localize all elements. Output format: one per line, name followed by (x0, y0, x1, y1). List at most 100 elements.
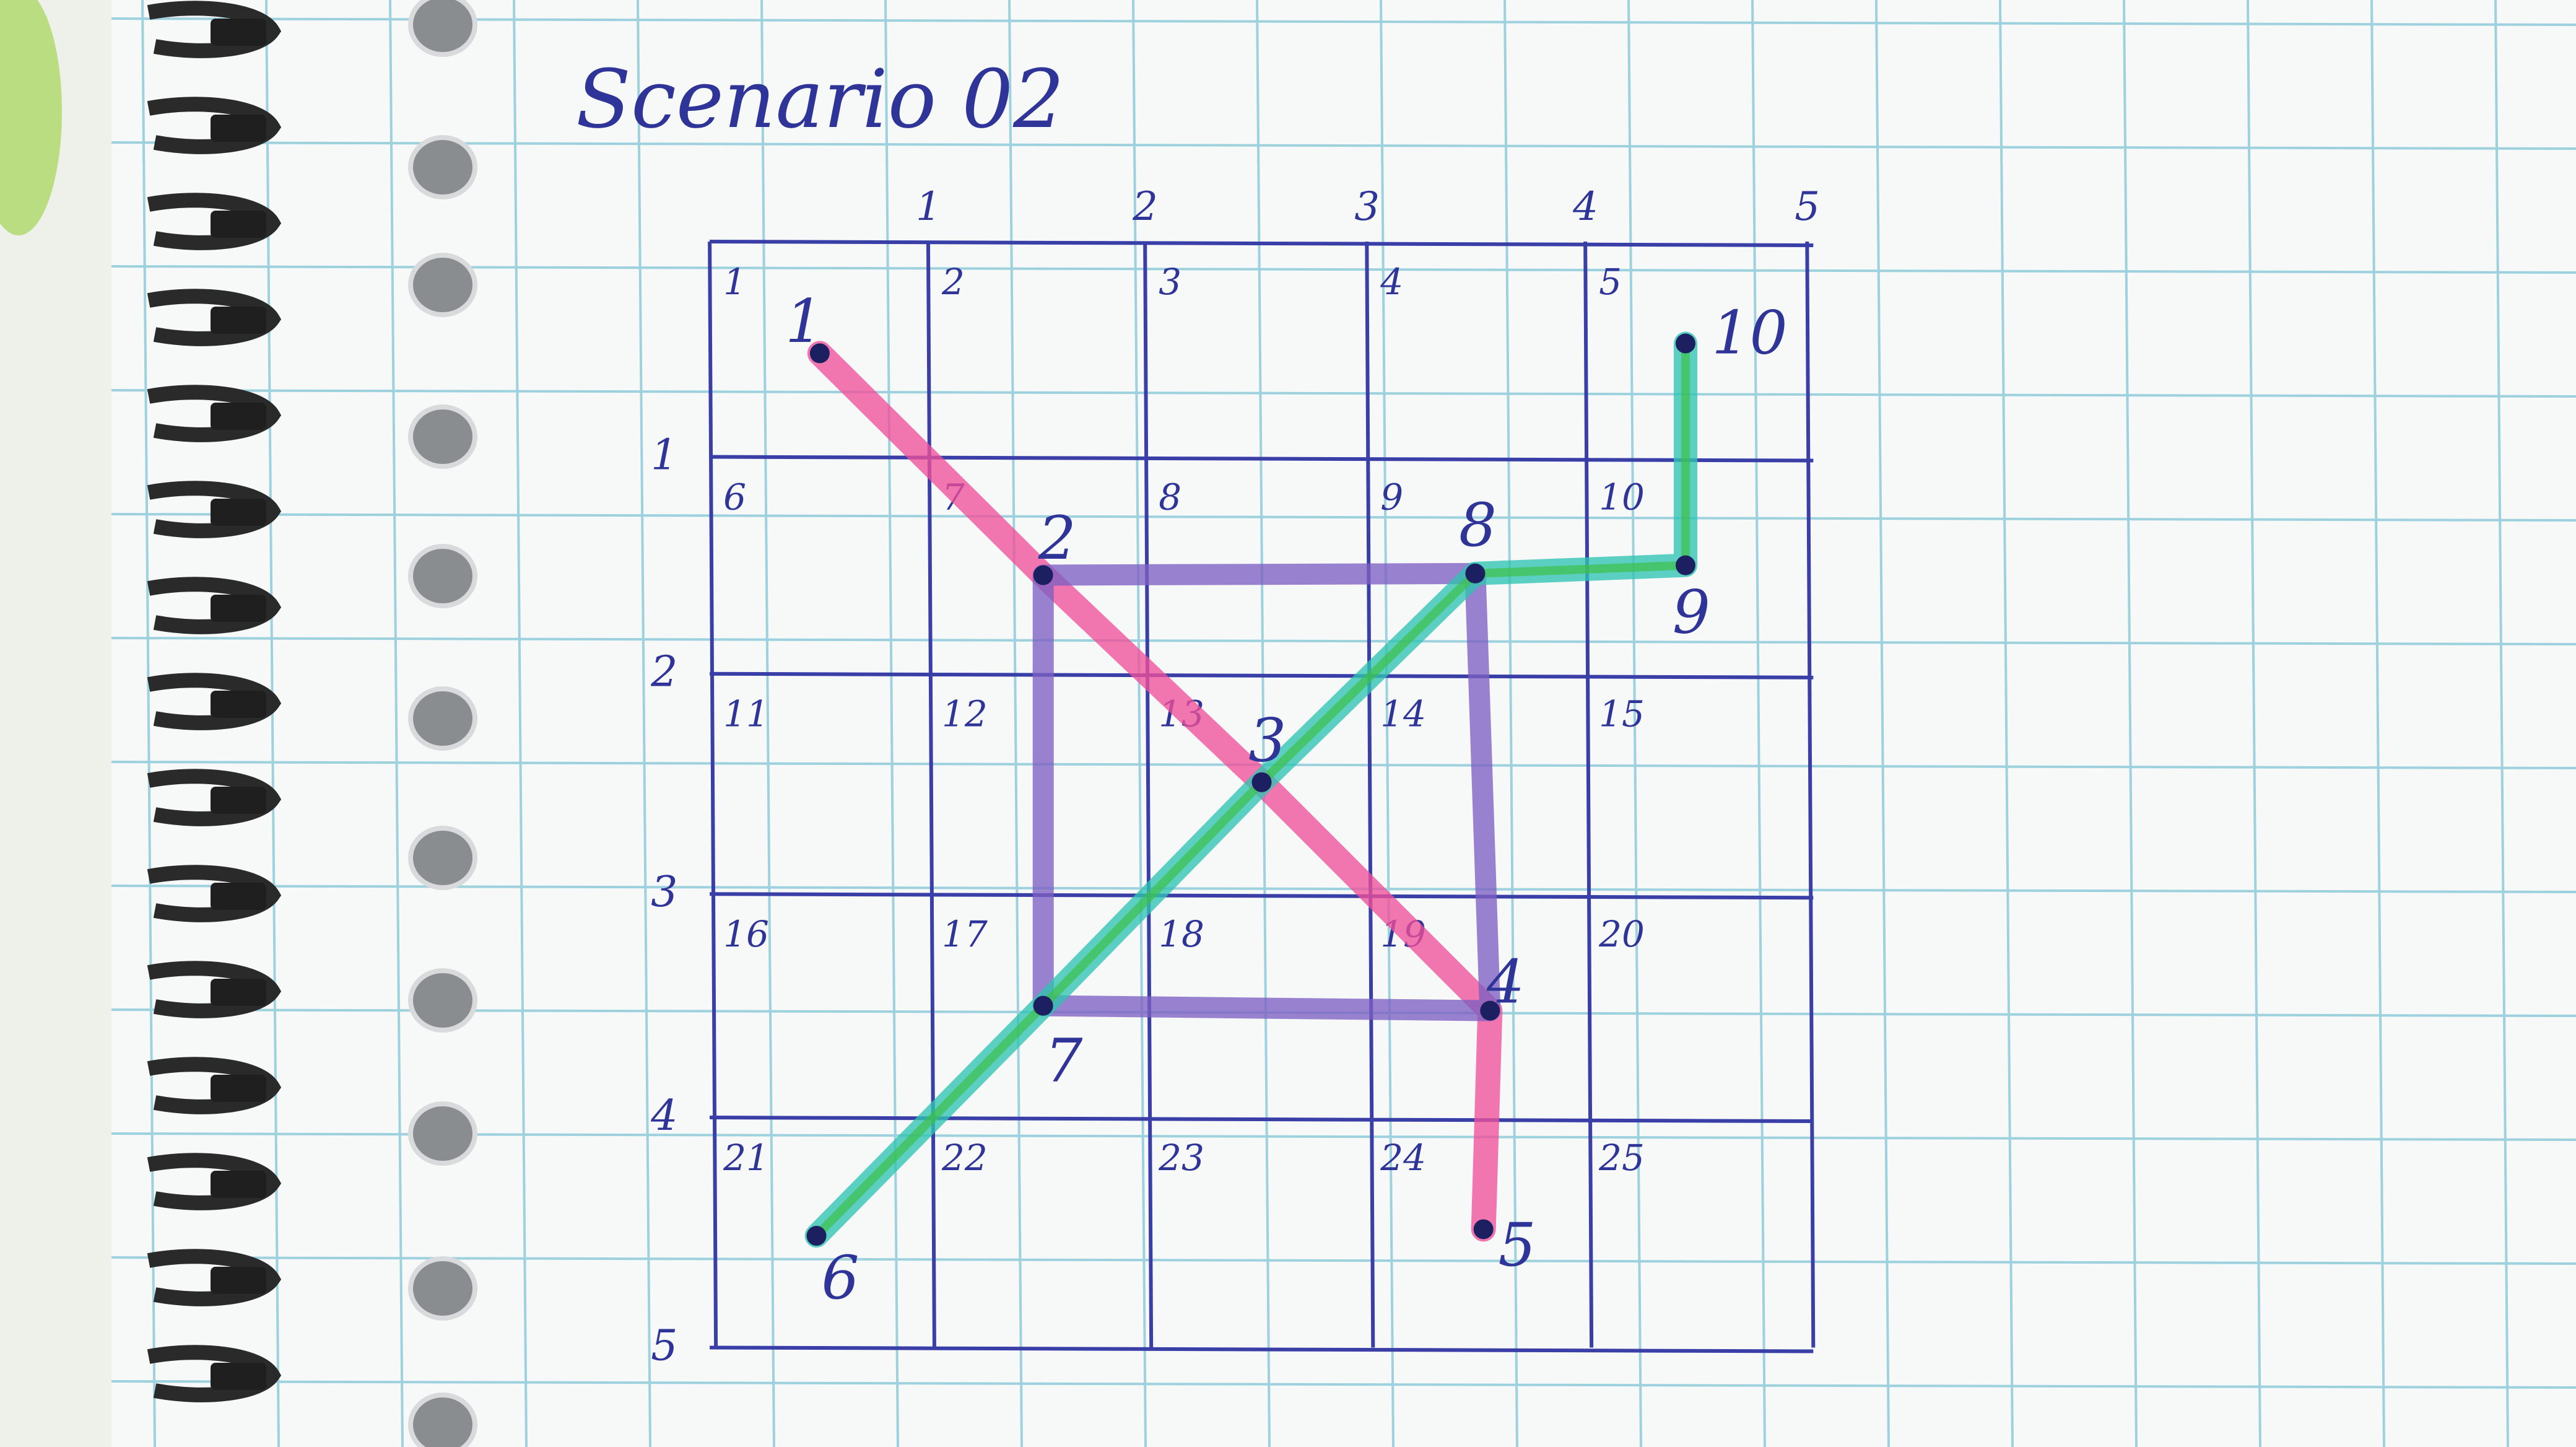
punch-hole (408, 404, 477, 469)
node-label: 6 (822, 1243, 859, 1313)
paper-grid-line (1751, 0, 1766, 1447)
spiral-clip (211, 1075, 266, 1102)
cell-number: 2 (941, 261, 965, 303)
grid-line (1365, 241, 1375, 1348)
punch-hole (408, 253, 477, 317)
cell-number: 17 (942, 913, 988, 955)
paper-grid-line (1627, 0, 1642, 1447)
spiral-clip (211, 115, 266, 142)
node-label: 4 (1486, 947, 1525, 1016)
paper-grid-line (389, 0, 404, 1447)
node-label: 7 (1045, 1026, 1082, 1096)
node-label: 8 (1459, 491, 1497, 560)
spiral-coil (147, 961, 282, 1018)
paper-grid-line (111, 141, 2576, 150)
cell-number: 12 (942, 693, 988, 735)
top-tick-label: 4 (1572, 184, 1598, 230)
cell-number: 23 (1158, 1137, 1204, 1179)
spiral-clip (211, 1363, 266, 1390)
spiral-coil (147, 1249, 282, 1306)
cell-number: 5 (1599, 261, 1622, 303)
grid-line (710, 1345, 1814, 1353)
spiral-coil (147, 1153, 282, 1210)
page-edge (0, 0, 111, 1447)
paper-grid-line (111, 265, 2576, 274)
spiral-coil (147, 1, 282, 58)
punch-hole (408, 968, 477, 1033)
spiral-clip (211, 883, 266, 910)
paper-grid-line (111, 389, 2576, 398)
punch-hole (408, 1392, 477, 1447)
highlight-path-inner (812, 339, 1690, 1241)
node-label: 10 (1712, 298, 1787, 367)
left-tick-label: 4 (650, 1091, 677, 1140)
paper-grid-line (637, 0, 651, 1447)
paper-grid-line (1503, 0, 1518, 1447)
spiral-coil (147, 577, 282, 634)
cell-number: 11 (723, 693, 769, 735)
node-label: 1 (785, 287, 823, 356)
grid-line (1805, 241, 1816, 1348)
paper-grid-line (111, 761, 2576, 769)
spiral-clip (211, 211, 266, 238)
spiral-clip (211, 307, 266, 334)
cell-number: 10 (1599, 476, 1645, 518)
spiral-clip (211, 1171, 266, 1198)
grid-line (710, 671, 1814, 680)
punch-hole (408, 686, 477, 751)
cell-number: 6 (723, 476, 746, 518)
spiral-coil (147, 865, 282, 922)
cell-number: 4 (1380, 261, 1403, 303)
node-label: 9 (1673, 577, 1710, 647)
cell-number: 21 (723, 1137, 769, 1179)
top-tick-label: 5 (1795, 184, 1820, 230)
paper-grid-line (2370, 0, 2385, 1447)
cell-number: 14 (1380, 693, 1426, 735)
graph-node (1251, 772, 1272, 792)
spiral-clip (211, 691, 266, 718)
punch-hole (408, 544, 477, 608)
spiral-clip (211, 499, 266, 526)
grid-line (710, 239, 1814, 247)
spiral-coil (147, 289, 282, 346)
paper-grid-line (141, 0, 156, 1447)
punch-hole (408, 826, 477, 890)
spiral-coil (147, 673, 282, 730)
punched-holes (408, 0, 477, 1447)
grid-line (1583, 241, 1594, 1348)
paper-grid-line (2494, 0, 2509, 1447)
cell-number: 15 (1599, 693, 1645, 735)
cell-number: 9 (1380, 476, 1403, 518)
cell-number: 1 (723, 261, 746, 303)
graph-node (1465, 563, 1486, 584)
paper-grid (111, 0, 2576, 1447)
cell-number: 18 (1159, 913, 1204, 955)
paper-grid-line (111, 637, 2576, 645)
page-title: Scenario 02 (576, 52, 1064, 146)
paper-grid-line (111, 17, 2576, 26)
paper-grid-line (1999, 0, 2014, 1447)
left-tick-label: 5 (651, 1321, 677, 1370)
node-label: 5 (1499, 1210, 1536, 1280)
cell-number: 16 (723, 913, 769, 955)
grid-line (1143, 241, 1154, 1348)
cell-number: 20 (1598, 913, 1645, 955)
graph-node (1480, 1000, 1500, 1021)
paper-grid-line (2123, 0, 2138, 1447)
spiral-clip (211, 595, 266, 622)
graph-node (1473, 1219, 1494, 1239)
paper-grid-line (111, 513, 2576, 522)
cell-number: 22 (941, 1137, 988, 1179)
spiral-clip (211, 979, 266, 1006)
graph-node (809, 343, 830, 364)
cell-number: 25 (1598, 1137, 1645, 1179)
top-axis-ticks: 1 2 3 4 5 (916, 184, 1820, 230)
top-tick-label: 3 (1354, 184, 1380, 230)
paper-grid-line (513, 0, 528, 1447)
top-tick-label: 2 (1132, 184, 1158, 230)
top-tick-label: 1 (916, 184, 941, 230)
spiral-clip (211, 19, 266, 46)
